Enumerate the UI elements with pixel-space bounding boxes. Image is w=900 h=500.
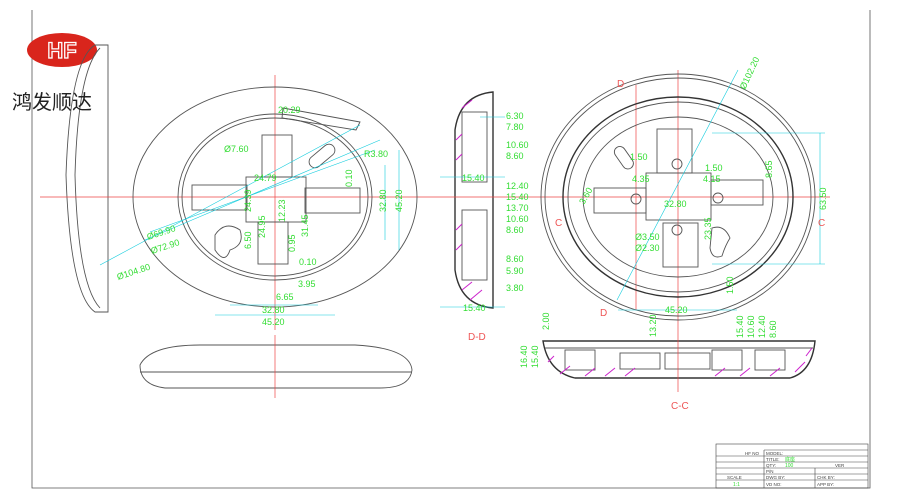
dim: 15.40: [506, 192, 529, 202]
dim: Ø2.30: [635, 243, 660, 253]
dim: 12.23: [277, 199, 287, 222]
dim: 0.10: [344, 169, 354, 187]
dim: 3.95: [298, 279, 316, 289]
dim: 2.00: [541, 312, 551, 330]
title-block-chk-by: CHK BY:: [817, 475, 835, 480]
dim: 13.20: [648, 314, 658, 337]
dim: 3.80: [506, 283, 524, 293]
dim: 8.65: [764, 160, 774, 178]
dim: 7.80: [506, 122, 524, 132]
dim: 6.30: [506, 111, 524, 121]
section-mark-d-top: D: [617, 79, 624, 90]
dim: 12.40: [757, 315, 767, 338]
section-cc-label: C-C: [671, 401, 689, 412]
dim: 31.45: [300, 214, 310, 237]
dim: 15.40: [735, 315, 745, 338]
dim: 1.50: [725, 276, 735, 294]
section-cc-view: 2.00 16.40 15.40 C-C: [519, 312, 816, 412]
section-mark-d-bottom: D: [600, 308, 607, 319]
dim: 15.40: [530, 345, 540, 368]
section-mark-c-left: C: [555, 218, 562, 229]
front-view-dimensions: Ø7.60 20.29 R3.80 24.79 0.10 24.39 12.23…: [116, 105, 404, 327]
dim: 8.60: [506, 225, 524, 235]
title-block-title: TITLE:: [766, 457, 780, 462]
section-dd-view: 6.30 7.80 10.60 8.60 15.40 12.40 15.40 1…: [430, 91, 540, 343]
dim: 8.60: [768, 320, 778, 338]
dim: 10.60: [746, 315, 756, 338]
title-block-ver: VER: [835, 463, 845, 468]
section-mark-c-right: C: [818, 218, 825, 229]
title-block-vd-no: VD NO:: [766, 482, 782, 487]
title-block-dwg-by: DWG BY:: [766, 475, 785, 480]
dim: 12.40: [506, 181, 529, 191]
dim: 15.40: [462, 173, 485, 183]
dim: 63.50: [818, 187, 828, 210]
dim: 1.50: [630, 152, 648, 162]
title-block-app-by: APP BY:: [817, 482, 834, 487]
dim: 1.50: [705, 163, 723, 173]
dim: 13.70: [506, 203, 529, 213]
dim: 45.20: [665, 305, 688, 315]
dim: 32.80: [378, 189, 388, 212]
dim: 10.60: [506, 214, 529, 224]
front-view: [40, 75, 430, 330]
dim: 32.80: [664, 199, 687, 209]
dim: 10.60: [506, 140, 529, 150]
title-block-scale-value: 1:1: [733, 482, 740, 488]
dim: Ø3.50: [635, 232, 660, 242]
back-view: Ø102.20 1.50 1.50 4.35 4.15 3.60 8.65 32…: [540, 55, 830, 338]
dim: R3.80: [364, 149, 388, 159]
dim: 15.40: [463, 303, 486, 313]
title-block-title-value: 底座: [785, 456, 795, 463]
dim: 5.90: [506, 266, 524, 276]
dim: 45.20: [262, 317, 285, 327]
dim: 0.10: [299, 257, 317, 267]
title-block-header: HF NO: [745, 451, 759, 456]
dim: 16.40: [519, 345, 529, 368]
dim: 0.95: [287, 234, 297, 252]
brand-name: 鸿发顺达: [12, 90, 92, 114]
dim: 3.60: [577, 186, 594, 206]
dim: 24.39: [243, 189, 253, 212]
front-bottom-profile: [139, 335, 413, 398]
dim: Ø104.80: [116, 262, 152, 282]
title-block: HF NO MODEL: TITLE: 底座 QTY: 100 P/N DWG …: [715, 443, 869, 489]
dim: 23.35: [703, 217, 713, 240]
title-block-qty-value: 100: [785, 463, 794, 469]
logo-letters: HF: [47, 38, 76, 63]
dim: 8.60: [506, 254, 524, 264]
side-profile-view: [65, 44, 109, 313]
dim: 32.80: [262, 305, 285, 315]
brand-logo: HF: [27, 33, 97, 67]
dim: 45.20: [394, 189, 404, 212]
dim: Ø102.20: [738, 55, 762, 91]
section-dd-label: D-D: [468, 332, 486, 343]
dim: 8.60: [506, 151, 524, 161]
dim: 6.50: [243, 231, 253, 249]
title-block-pn: P/N: [766, 469, 774, 474]
title-block-qty: QTY:: [766, 463, 776, 468]
dim: 6.65: [276, 292, 294, 302]
title-block-model: MODEL:: [766, 451, 783, 456]
dim: 20.29: [278, 105, 301, 115]
dim: Ø7.60: [224, 144, 249, 154]
sheet-border: [31, 10, 871, 489]
dim: 24.95: [257, 215, 267, 238]
dim: 4.35: [632, 174, 650, 184]
dim: 24.79: [254, 173, 277, 183]
dim: 4.15: [703, 174, 721, 184]
title-block-scale-label: SCALE: [727, 475, 742, 480]
